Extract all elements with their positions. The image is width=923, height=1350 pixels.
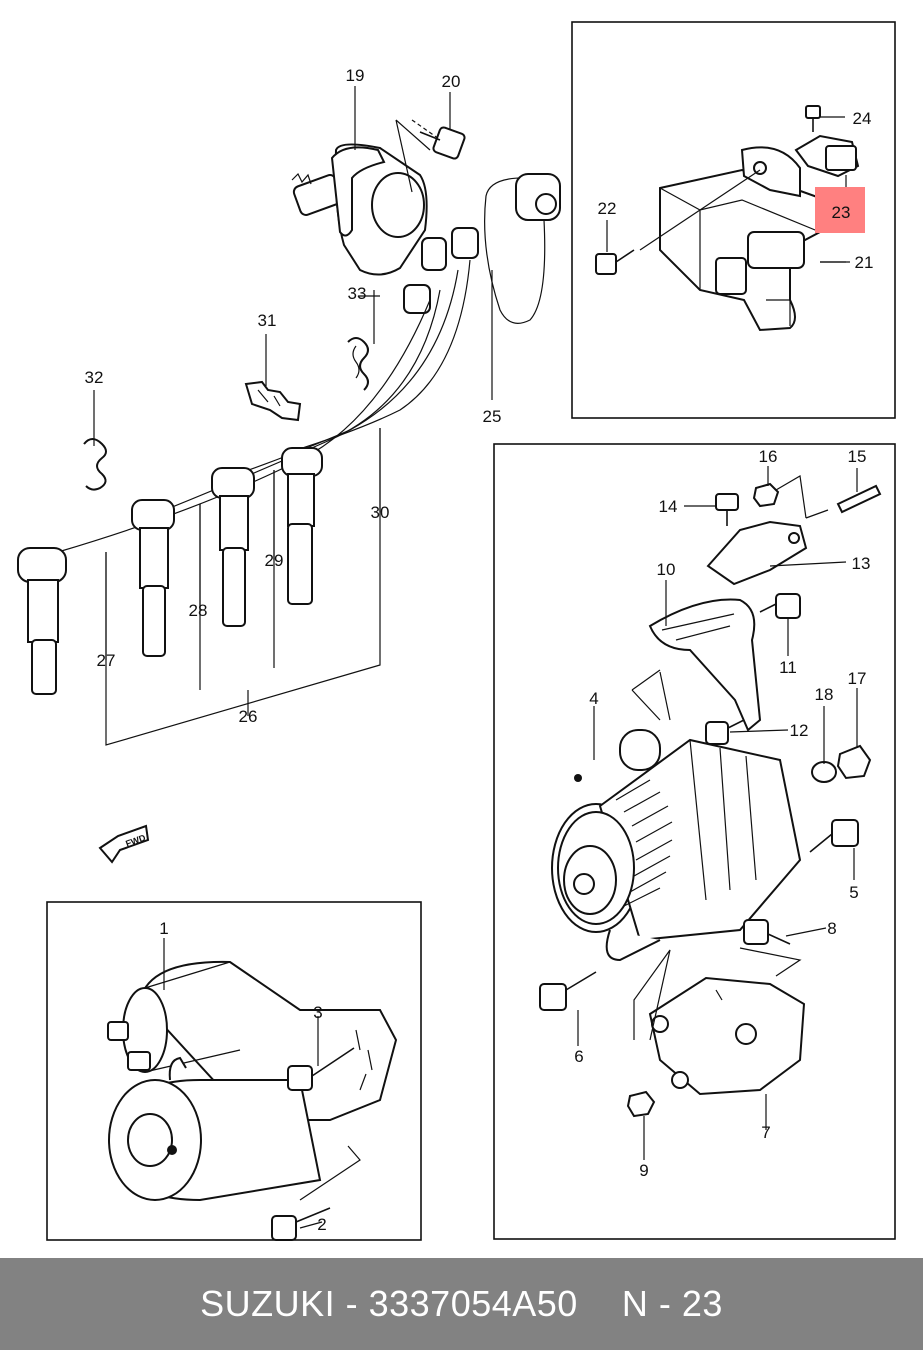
callout-32: 32: [85, 368, 104, 387]
ignition-coil-21: [659, 146, 821, 332]
bolt-12: [705, 719, 745, 745]
page-reference: N - 23: [621, 1283, 723, 1324]
bolt-8: [743, 919, 791, 945]
bolt-6: [539, 971, 597, 1011]
washer-18: [811, 761, 837, 783]
callout-12: 12: [790, 721, 809, 740]
bracket-7: [648, 976, 806, 1096]
callout-20: 20: [442, 72, 461, 91]
ignition-coil-panel: [571, 21, 896, 419]
brand-part-number: SUZUKI - 3337054A50: [200, 1283, 578, 1324]
distributor-assembly: [291, 119, 561, 324]
callout-25: 25: [483, 407, 502, 426]
callout-16: 16: [759, 447, 778, 466]
bolt-22: [595, 249, 635, 275]
wire-clamp-31: [244, 380, 302, 422]
callout-leaders: [93, 86, 858, 1229]
callout-23: 23: [832, 203, 851, 222]
highlight-box-23: [815, 187, 865, 233]
callout-17: 17: [848, 669, 867, 688]
callout-29: 29: [265, 551, 284, 570]
distributor-bolt-20: [419, 126, 466, 160]
bolt-3: [287, 1047, 355, 1091]
callout-2: 2: [317, 1215, 326, 1234]
callout-21: 21: [855, 253, 874, 272]
callout-27: 27: [97, 651, 116, 670]
wire-clamp-32: [83, 438, 107, 491]
alternator-4: [551, 729, 802, 962]
callout-6: 6: [574, 1047, 583, 1066]
callout-9: 9: [639, 1161, 648, 1180]
callout-11: 11: [779, 658, 797, 677]
callout-30: 30: [371, 503, 390, 522]
callout-1: 1: [159, 919, 168, 938]
wire-clamp-33: [347, 337, 369, 391]
bolt-2: [271, 1207, 331, 1241]
starter-motor-1: [107, 960, 398, 1202]
bolt-5: [809, 819, 859, 853]
bracket-13: [706, 520, 808, 586]
nut-16: [752, 482, 780, 508]
nut-17: [836, 744, 872, 780]
callout-19: 19: [346, 66, 365, 85]
callout-8: 8: [827, 919, 836, 938]
callout-22: 22: [598, 199, 617, 218]
screw-24: [805, 105, 821, 132]
starter-panel: [46, 901, 422, 1241]
callout-3: 3: [313, 1003, 322, 1022]
part-number-footer: SUZUKI - 3337054A50 N - 23: [0, 1258, 923, 1350]
stud-15: [836, 484, 882, 514]
alternator-panel: [493, 443, 896, 1240]
callout-24: 24: [853, 109, 872, 128]
fwd-arrow-icon: FWD: [98, 824, 150, 864]
spark-plug-wires: [17, 259, 471, 695]
callout-15: 15: [848, 447, 867, 466]
callout-5: 5: [849, 883, 858, 902]
parts-diagram: FWD: [17, 21, 896, 1241]
callout-26: 26: [239, 707, 258, 726]
callout-4: 4: [589, 689, 598, 708]
callout-31: 31: [258, 311, 277, 330]
bolt-14: [715, 493, 739, 526]
sensor-23: [794, 134, 860, 178]
callout-7: 7: [761, 1123, 770, 1142]
bracket-10: [648, 598, 762, 732]
nut-9: [626, 1090, 656, 1118]
callout-18: 18: [815, 685, 834, 704]
callout-28: 28: [189, 601, 208, 620]
callout-10: 10: [657, 560, 676, 579]
callout-13: 13: [852, 554, 871, 573]
callout-33: 33: [348, 284, 367, 303]
bolt-11: [759, 593, 801, 619]
callout-14: 14: [659, 497, 678, 516]
